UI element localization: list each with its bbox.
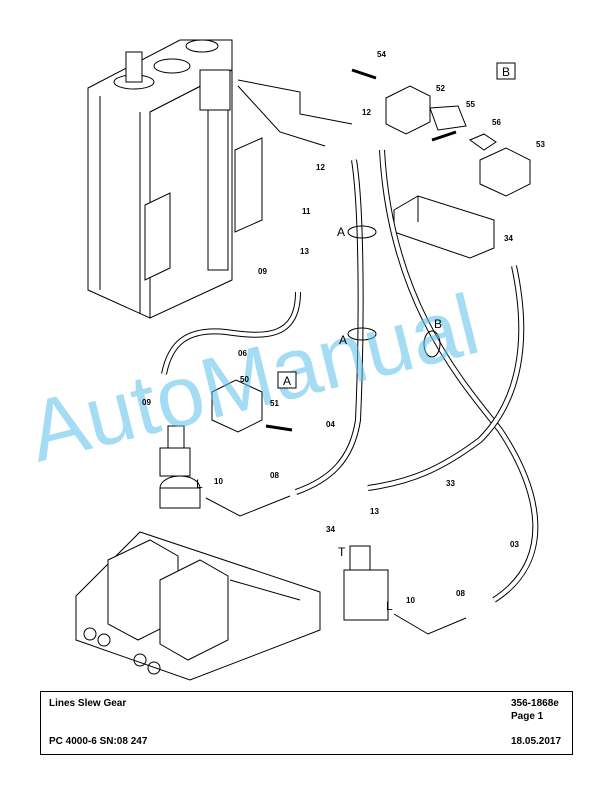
clamp-50: [211, 379, 293, 433]
callout-03: 03: [510, 540, 519, 549]
view-tag-b: B: [502, 65, 510, 79]
page-number: Page 1: [511, 711, 544, 722]
callout-09-top: 09: [258, 267, 267, 276]
port-label-l-left: L: [196, 477, 203, 491]
ring-a-upper: [347, 225, 377, 239]
clamp-parts-b: [351, 68, 531, 197]
callout-12-top: 12: [362, 108, 371, 117]
callout-13-mid: 13: [370, 507, 379, 516]
callout-51: 51: [270, 399, 279, 408]
callout-54: 54: [377, 50, 386, 59]
callout-52: 52: [436, 84, 445, 93]
callout-12-left: 12: [316, 163, 325, 172]
callout-33: 33: [446, 479, 455, 488]
watermark-text: AutoManual: [19, 276, 488, 480]
port-label-t: T: [338, 545, 346, 559]
ring-a-lower: [347, 327, 377, 341]
callout-10-left: 10: [214, 477, 223, 486]
hydraulic-tank: [87, 39, 353, 319]
view-tag-a: A: [283, 374, 291, 388]
callout-55: 55: [466, 100, 475, 109]
callout-56: 56: [492, 118, 501, 127]
ring-b: [423, 330, 441, 358]
parts-diagram: AutoManual B A A A B L T L 54 52 55 56 5…: [19, 39, 545, 681]
callout-10-right: 10: [406, 596, 415, 605]
callout-53: 53: [536, 140, 545, 149]
drawing-date: 18.05.2017: [511, 736, 562, 747]
machine-serial: PC 4000-6 SN:08 247: [49, 736, 148, 747]
callout-06: 06: [238, 349, 247, 358]
valve-block: [393, 195, 495, 259]
slew-gear-motor-left: [159, 425, 291, 517]
callout-11: 11: [302, 207, 311, 216]
callout-50: 50: [240, 375, 249, 384]
drawing-title: Lines Slew Gear: [49, 698, 127, 709]
callout-34-top: 34: [504, 234, 513, 243]
callout-08-right: 08: [456, 589, 465, 598]
callout-04: 04: [326, 420, 335, 429]
slew-frame: [75, 531, 321, 681]
ring-label-b: B: [434, 317, 442, 331]
callout-34-bottom: 34: [326, 525, 335, 534]
slew-gear-motor-right: [343, 545, 467, 635]
ring-label-a-upper: A: [337, 225, 345, 239]
callout-08-left: 08: [270, 471, 279, 480]
ring-label-a-lower: A: [339, 333, 347, 347]
drawing-number: 356-1868e: [511, 698, 559, 709]
port-label-l-right: L: [386, 599, 393, 613]
callout-13-top: 13: [300, 247, 309, 256]
title-block: Lines Slew Gear 356-1868e Page 1 PC 4000…: [40, 691, 573, 755]
callout-09-left: 09: [142, 398, 151, 407]
